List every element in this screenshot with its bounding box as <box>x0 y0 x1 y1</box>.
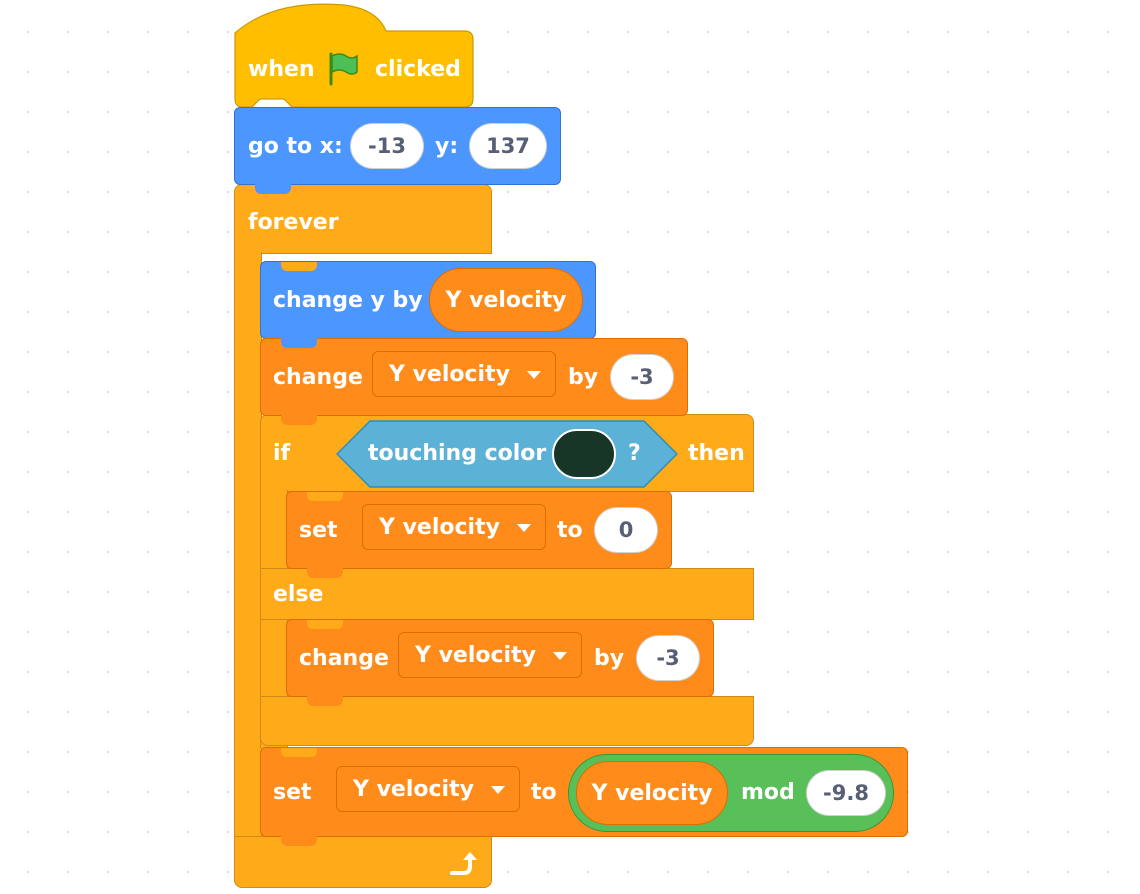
question-mark-label: ? <box>628 441 641 466</box>
if-label: if <box>273 441 291 466</box>
variable-dropdown-label: Y velocity <box>353 776 474 802</box>
variable-dropdown[interactable]: Y velocity <box>362 504 546 550</box>
notch <box>307 568 343 578</box>
when-flag-clicked-block[interactable] <box>234 3 474 113</box>
then-label: then <box>688 441 745 466</box>
mod-label: mod <box>741 780 795 805</box>
dropdown-arrow-icon <box>517 524 531 532</box>
change-value-input[interactable]: -3 <box>610 354 674 400</box>
to-label: to <box>531 780 557 805</box>
set-label: set <box>299 518 338 543</box>
set-label: set <box>273 780 312 805</box>
else-label: else <box>273 582 324 607</box>
to-label: to <box>557 518 583 543</box>
forever-block-arm <box>234 252 262 852</box>
forever-label: forever <box>248 210 339 235</box>
notch <box>307 620 343 629</box>
notch <box>281 415 317 425</box>
forever-block-foot[interactable] <box>234 836 492 888</box>
dropdown-arrow-icon <box>527 371 541 379</box>
color-swatch[interactable] <box>552 429 616 479</box>
notch <box>255 184 291 194</box>
if-else-foot[interactable] <box>260 696 754 746</box>
y-velocity-reporter[interactable]: Y velocity <box>576 761 728 825</box>
variable-dropdown[interactable]: Y velocity <box>398 632 582 678</box>
dropdown-arrow-icon <box>491 786 505 794</box>
change-y-label: change y by <box>273 288 423 313</box>
notch <box>281 338 317 348</box>
set-value-input[interactable]: 0 <box>594 507 658 553</box>
clicked-label: clicked <box>375 57 461 82</box>
variable-dropdown[interactable]: Y velocity <box>372 351 556 397</box>
y-input[interactable]: 137 <box>469 123 547 169</box>
touching-color-label: touching color <box>368 441 547 466</box>
dropdown-arrow-icon <box>553 652 567 660</box>
notch <box>281 262 317 271</box>
notch <box>281 836 317 846</box>
y-label: y: <box>435 134 459 159</box>
notch <box>307 492 343 501</box>
y-velocity-reporter[interactable]: Y velocity <box>429 268 583 332</box>
go-to-x-label: go to x: <box>248 134 343 159</box>
notch <box>307 696 343 706</box>
variable-dropdown-label: Y velocity <box>389 361 510 387</box>
green-flag-icon <box>326 52 360 90</box>
notch <box>281 748 317 757</box>
when-label: when <box>248 57 315 82</box>
variable-dropdown[interactable]: Y velocity <box>336 766 520 812</box>
change-label: change <box>273 365 363 390</box>
variable-dropdown-label: Y velocity <box>379 514 500 540</box>
else-section[interactable] <box>260 568 754 620</box>
x-input[interactable]: -13 <box>350 123 424 169</box>
by-label: by <box>594 646 625 671</box>
variable-dropdown-label: Y velocity <box>415 642 536 668</box>
loop-arrow-icon <box>446 848 478 884</box>
by-label: by <box>568 365 599 390</box>
change-label: change <box>299 646 389 671</box>
change-value-input[interactable]: -3 <box>636 635 700 681</box>
mod-value-input[interactable]: -9.8 <box>806 770 886 816</box>
